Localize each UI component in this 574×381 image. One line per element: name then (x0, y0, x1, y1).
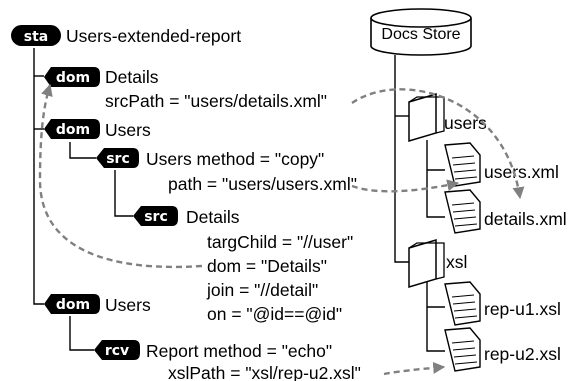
src-details-node: src Details targChild = "//user" dom = "… (133, 206, 353, 324)
src-users-node: src Users method = "copy" path = "users/… (96, 148, 357, 194)
rcv-report-node: rcv Report method = "echo" xslPath = "xs… (94, 340, 361, 381)
file-rep-u1-label: rep-u1.xsl (484, 299, 561, 319)
tree-connectors (33, 48, 133, 351)
arrow-path-to-users-xml (351, 179, 460, 193)
file-rep-u1-xsl: rep-u1.xsl (444, 281, 561, 326)
root-label: Users-extended-report (66, 26, 241, 46)
dom-details-node: dom Details srcPath = "users/details.xml… (44, 67, 327, 111)
document-icon (444, 189, 481, 234)
rcv-report-label: Report method = "echo" (146, 341, 332, 361)
src-details-dom: dom = "Details" (207, 256, 327, 276)
folder-xsl: xsl (408, 238, 467, 289)
dom-tag-text: dom (56, 122, 90, 138)
rcv-tag-text: rcv (105, 343, 129, 359)
dom-tag (44, 119, 100, 139)
src-tag-text: src (106, 151, 130, 167)
dom-tag (44, 294, 100, 314)
src-details-join: join = "//detail" (206, 280, 318, 300)
document-icon (444, 142, 481, 187)
dom-users-node: dom Users (44, 119, 151, 140)
document-icon (444, 327, 481, 372)
sta-tag (11, 25, 61, 46)
folder-icon (408, 238, 445, 289)
src-users-label: Users method = "copy" (146, 149, 324, 169)
dom-tag-text: dom (56, 297, 90, 313)
src-tag (133, 206, 178, 226)
arrow-xslpath-to-rep-u2 (383, 361, 446, 376)
folder-users: users (408, 92, 487, 143)
src-tag-text: src (144, 209, 168, 225)
sta-tag-text: sta (24, 29, 48, 45)
arrow-srcpath-to-details (351, 88, 525, 200)
database-cylinder-icon (370, 8, 472, 56)
file-users-xml: users.xml (444, 142, 559, 187)
dom-tag (44, 67, 100, 87)
reference-arrows (38, 83, 525, 376)
docs-store-title: Docs Store (381, 26, 460, 43)
src-details-on: on = "@id==@id" (207, 304, 342, 324)
src-details-targchild: targChild = "//user" (207, 232, 353, 252)
rcv-tag (94, 340, 140, 360)
src-details-label: Details (186, 207, 240, 227)
users-bottom-label: Users (105, 295, 151, 315)
rcv-report-xslpath: xslPath = "xsl/rep-u2.xsl" (168, 363, 361, 381)
file-details-xml: details.xml (444, 189, 567, 234)
details-label: Details (105, 67, 159, 87)
dom-users-bottom-node: dom Users (44, 294, 151, 315)
dom-tag-text: dom (56, 70, 90, 86)
folder-xsl-label: xsl (446, 252, 467, 272)
root-node: sta Users-extended-report (11, 25, 241, 46)
folder-users-label: users (444, 113, 487, 133)
folder-icon (408, 92, 445, 143)
document-icon (444, 281, 481, 326)
arrow-dom-ref-to-details (38, 83, 203, 269)
src-users-path: path = "users/users.xml" (168, 174, 357, 194)
docs-store: Docs Store users users.xml (370, 8, 567, 372)
file-rep-u2-xsl: rep-u2.xsl (444, 327, 561, 372)
details-srcpath: srcPath = "users/details.xml" (105, 91, 327, 111)
file-details-xml-label: details.xml (484, 209, 567, 229)
file-users-xml-label: users.xml (484, 162, 559, 182)
file-rep-u2-label: rep-u2.xsl (484, 344, 561, 364)
src-tag (96, 148, 139, 168)
users-label: Users (105, 120, 151, 140)
